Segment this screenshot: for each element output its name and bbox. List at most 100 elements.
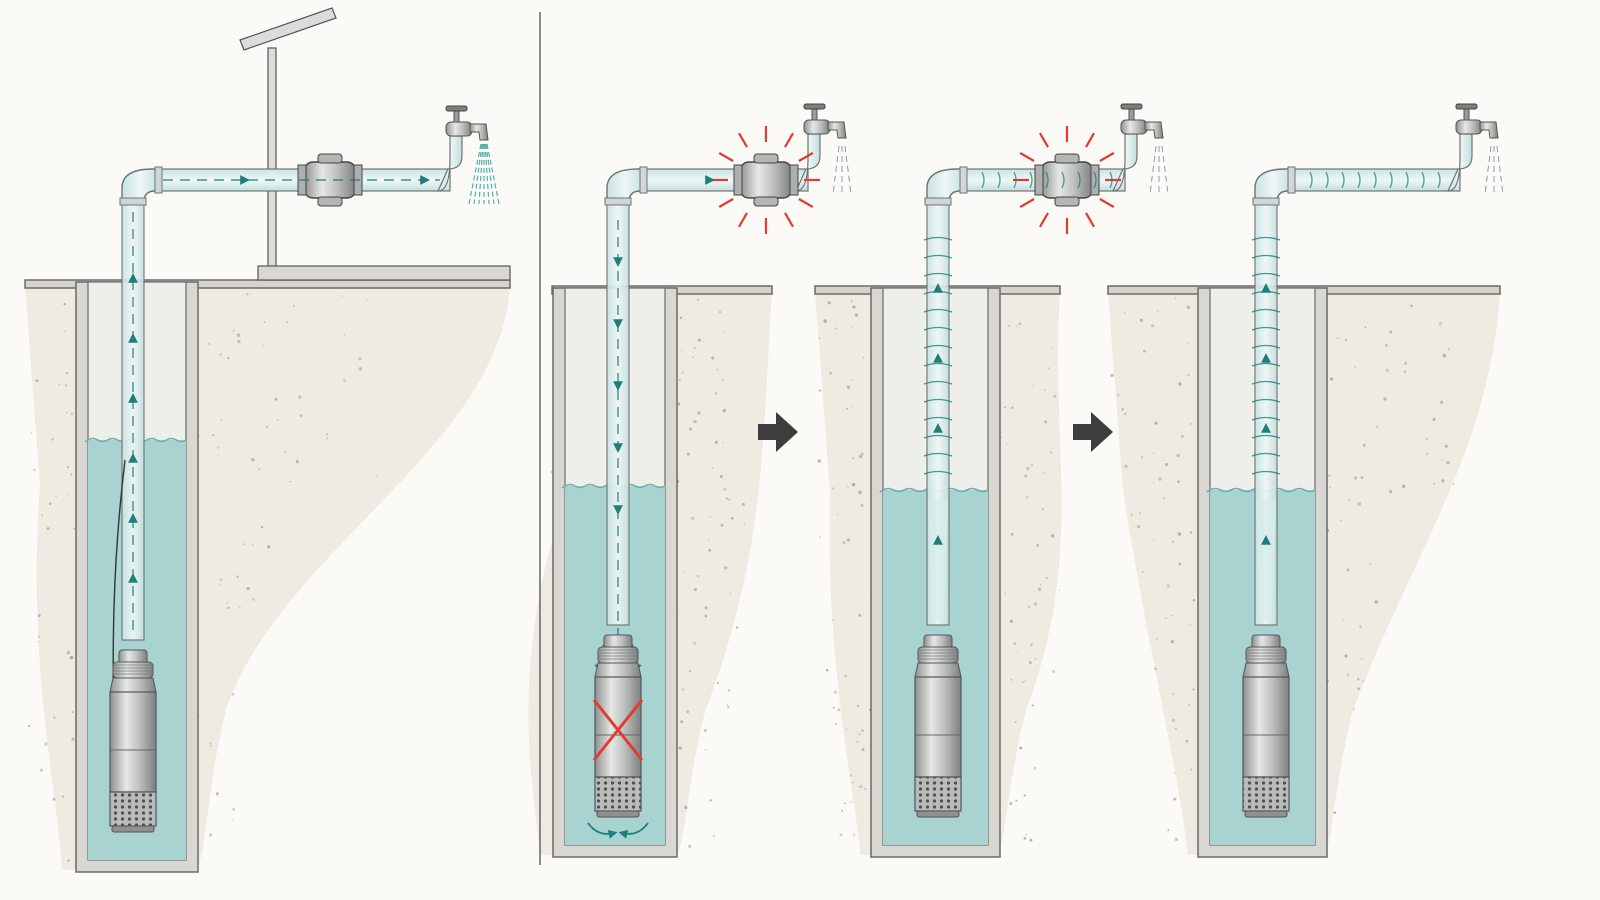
valve-shock-mark bbox=[1019, 152, 1035, 162]
pump-shoulder bbox=[109, 677, 157, 693]
soil-speck bbox=[817, 459, 821, 463]
soil-speck bbox=[716, 368, 719, 371]
soil-speck bbox=[1052, 670, 1056, 674]
soil-speck bbox=[71, 737, 75, 741]
submersible-pump-1 bbox=[109, 649, 157, 833]
pump-shoulder bbox=[594, 662, 642, 678]
pressure-wave bbox=[923, 272, 953, 277]
soil-speck bbox=[38, 635, 41, 638]
arrow-panel-3-to-4 bbox=[1073, 412, 1113, 452]
soil-speck bbox=[1173, 797, 1177, 801]
flow-arrow-up bbox=[128, 513, 138, 523]
soil-speck bbox=[1162, 496, 1165, 500]
faucet-spray-stream bbox=[485, 143, 495, 205]
soil-speck bbox=[1404, 361, 1408, 365]
soil-speck bbox=[1022, 681, 1024, 684]
pressure-wave bbox=[1013, 171, 1017, 189]
arrow-panel-2-to-3 bbox=[758, 412, 798, 452]
pressure-wave bbox=[1251, 470, 1281, 475]
soil-speck bbox=[858, 786, 860, 788]
soil-speck bbox=[858, 733, 861, 736]
faucet-body-4 bbox=[1455, 119, 1483, 135]
soil-speck bbox=[358, 367, 362, 371]
soil-speck bbox=[678, 378, 681, 382]
faucet-spray-stream bbox=[484, 143, 490, 205]
soil-speck bbox=[1018, 322, 1022, 326]
soil-speck bbox=[295, 460, 299, 464]
soil-speck bbox=[285, 321, 289, 324]
soil-speck bbox=[1019, 746, 1023, 750]
soil-speck bbox=[1121, 408, 1124, 411]
soil-speck bbox=[851, 378, 854, 381]
soil-speck bbox=[730, 517, 734, 520]
soil-speck bbox=[693, 587, 697, 592]
soil-speck bbox=[1050, 451, 1053, 454]
soil-speck bbox=[1051, 534, 1055, 538]
pressure-wave bbox=[1341, 171, 1345, 189]
soil-speck bbox=[216, 446, 220, 449]
soil-speck bbox=[1136, 524, 1141, 529]
soil-speck bbox=[232, 329, 235, 332]
soil-speck bbox=[1051, 346, 1054, 349]
faucet-spray-stream bbox=[486, 143, 500, 205]
valve-shock-mark bbox=[798, 152, 814, 162]
flow-arrow-up bbox=[128, 573, 138, 583]
soil-speck bbox=[711, 466, 714, 469]
soil-speck bbox=[67, 493, 70, 496]
pipe-coupling bbox=[924, 197, 952, 206]
soil-speck bbox=[1152, 452, 1155, 455]
soil-speck bbox=[684, 805, 688, 810]
valve-flange bbox=[1090, 164, 1100, 196]
soil-speck bbox=[1384, 343, 1388, 347]
pressure-wave bbox=[923, 362, 953, 367]
soil-speck bbox=[682, 570, 685, 573]
soil-speck bbox=[1011, 406, 1014, 410]
soil-speck bbox=[1342, 619, 1345, 622]
soil-speck bbox=[846, 407, 849, 410]
valve-shock-mark bbox=[784, 132, 794, 148]
faucet-handle bbox=[803, 103, 826, 110]
soil-speck bbox=[277, 419, 279, 422]
check-valve-2 bbox=[739, 161, 793, 199]
soil-speck bbox=[692, 356, 694, 359]
soil-speck bbox=[242, 543, 245, 546]
flow-arrow-down bbox=[613, 505, 623, 515]
pump-base bbox=[111, 825, 155, 833]
faucet-stem bbox=[1128, 107, 1135, 121]
soil-speck bbox=[718, 311, 722, 314]
soil-speck bbox=[1167, 829, 1170, 832]
soil-speck bbox=[1173, 772, 1176, 774]
check-valve-1 bbox=[303, 161, 357, 199]
soil-speck bbox=[825, 668, 829, 672]
pump-intake-grate bbox=[914, 776, 962, 812]
flow-arrow-right bbox=[420, 175, 430, 185]
soil-speck bbox=[832, 706, 835, 709]
soil-speck bbox=[260, 526, 264, 529]
soil-speck bbox=[860, 452, 864, 456]
soil-speck bbox=[852, 405, 854, 407]
soil-speck bbox=[697, 338, 701, 342]
pressure-wave bbox=[1251, 326, 1281, 331]
soil-speck bbox=[212, 434, 215, 437]
soil-speck bbox=[1044, 420, 1048, 424]
soil-speck bbox=[743, 523, 746, 526]
soil-speck bbox=[1446, 460, 1450, 465]
pump-stopped-cross-b bbox=[592, 699, 644, 761]
soil-speck bbox=[263, 320, 266, 323]
soil-speck bbox=[1329, 486, 1331, 489]
soil-speck bbox=[326, 433, 328, 436]
pump-base bbox=[1244, 810, 1288, 818]
pump-shoulder bbox=[914, 662, 962, 678]
soil-speck bbox=[827, 301, 831, 305]
soil-speck bbox=[1032, 385, 1034, 387]
flow-arrow-up bbox=[128, 393, 138, 403]
soil-speck bbox=[1030, 463, 1033, 467]
soil-speck bbox=[1138, 512, 1142, 515]
flow-arrow-down bbox=[613, 319, 623, 329]
soil-speck bbox=[1389, 330, 1393, 334]
soil-speck bbox=[1187, 373, 1190, 377]
soil-speck bbox=[852, 305, 856, 309]
pump-collar bbox=[597, 646, 639, 664]
soil-speck bbox=[274, 397, 278, 401]
